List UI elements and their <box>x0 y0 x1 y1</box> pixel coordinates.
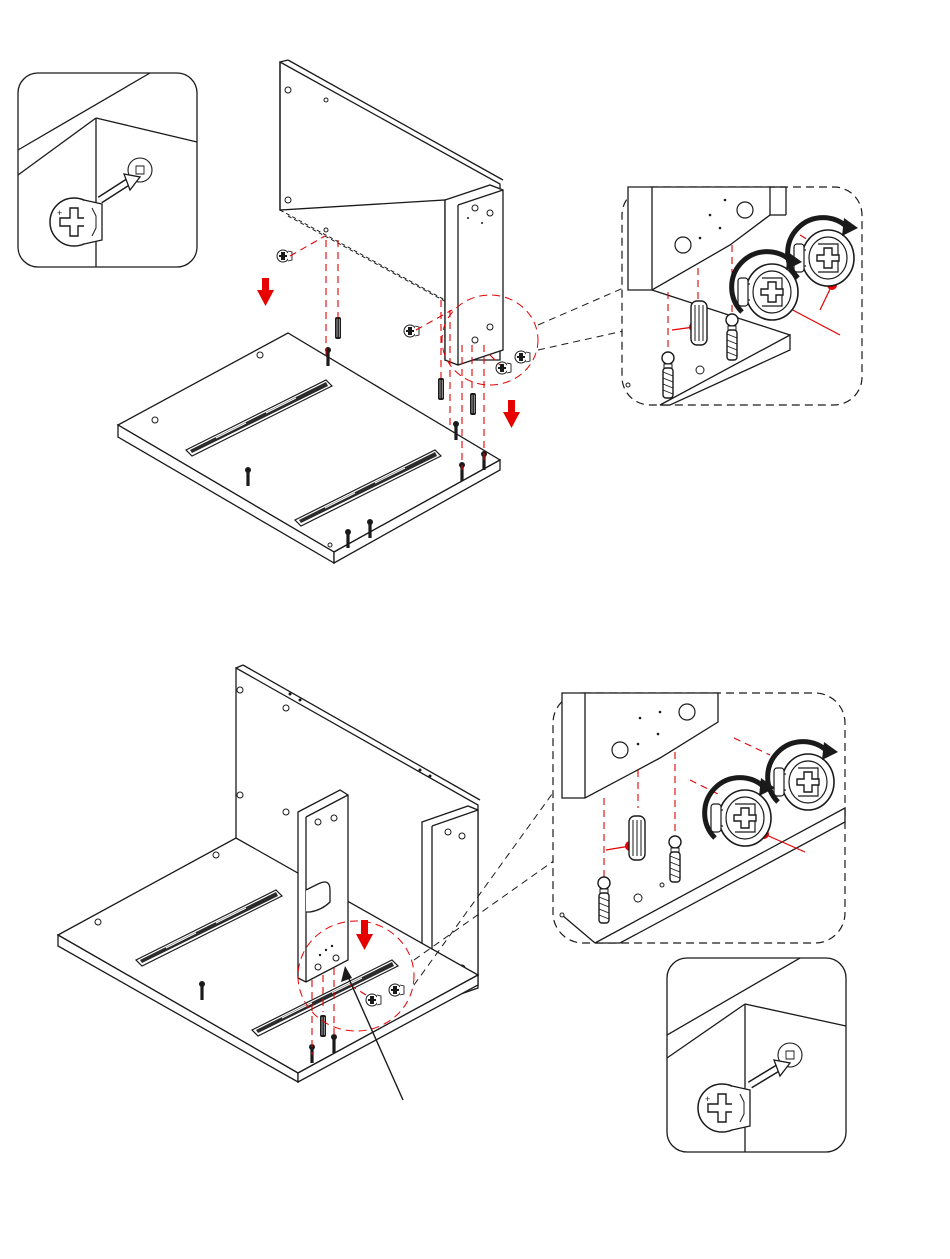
cam-tighten-detail-b <box>553 693 845 943</box>
svg-text:+: + <box>57 208 62 218</box>
cam-lock-small-1 <box>277 250 292 262</box>
cam-bolt-icon <box>662 352 674 398</box>
step-b: + <box>58 665 846 1152</box>
cam-lock-icon: + <box>50 198 102 246</box>
step-a: + <box>18 60 862 563</box>
dowel-icon <box>335 317 341 339</box>
insert-arrow-icon: + <box>698 1084 750 1132</box>
cam-insert-detail-b: + <box>667 958 846 1152</box>
side-panel-a <box>280 60 503 365</box>
divider-panel-b <box>298 790 348 982</box>
dowel-big-a <box>691 301 707 345</box>
bottom-panel-a <box>118 333 500 563</box>
cam-insert-detail-a: + <box>18 73 197 267</box>
cam-tighten-detail-a <box>622 187 862 405</box>
svg-text:+: + <box>705 1094 710 1104</box>
